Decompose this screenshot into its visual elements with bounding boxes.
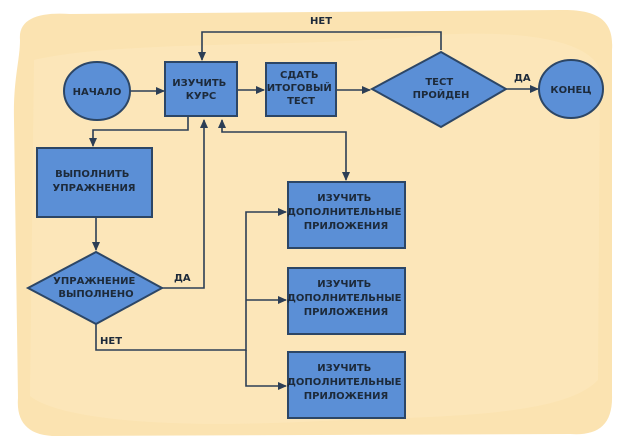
start-label: НАЧАЛО xyxy=(73,87,122,98)
edge-course-to-exercises xyxy=(89,116,189,147)
node-extra-2[interactable] xyxy=(287,267,406,335)
node-end[interactable] xyxy=(538,59,604,119)
node-extra-3[interactable] xyxy=(287,351,406,419)
edge-decision-no-to-course xyxy=(198,31,442,61)
edge-label-exercise-no: НЕТ xyxy=(100,336,122,347)
edge-label-test-yes: ДА xyxy=(514,73,531,84)
edge-label-exercise-yes: ДА xyxy=(174,273,191,284)
do-exercises-label: ВЫПОЛНИТЬ УПРАЖНЕНИЯ xyxy=(52,169,135,194)
exercise-done-label: УПРАЖНЕНИЕ ВЫПОЛНЕНО xyxy=(53,276,139,300)
study-course-label: ИЗУЧИТЬ КУРС xyxy=(172,78,230,102)
node-extra-1[interactable] xyxy=(287,181,406,249)
edge-labels: НЕТ ДА ДА НЕТ xyxy=(100,16,531,347)
extra-1-label: ИЗУЧИТЬ ДОПОЛНИТЕЛЬНЫЕ ПРИЛОЖЕНИЯ xyxy=(287,193,405,232)
edge-branch-to-extra-3 xyxy=(245,350,287,390)
node-do-exercises[interactable] xyxy=(36,147,153,218)
edge-exercise-yes-to-course xyxy=(162,119,208,289)
node-study-course[interactable] xyxy=(164,61,238,117)
extra-3-label: ИЗУЧИТЬ ДОПОЛНИТЕЛЬНЫЕ ПРИЛОЖЕНИЯ xyxy=(287,363,405,402)
node-test-passed[interactable] xyxy=(369,50,509,129)
node-final-test[interactable] xyxy=(265,62,337,117)
edges xyxy=(89,31,539,390)
end-label: КОНЕЦ xyxy=(550,85,591,96)
edge-course-extra-bidirectional xyxy=(218,119,350,181)
node-labels: НАЧАЛО ИЗУЧИТЬ КУРС СДАТЬ ИТОГОВЫЙ ТЕСТ … xyxy=(52,70,591,402)
node-start[interactable] xyxy=(63,61,131,121)
final-test-label: СДАТЬ ИТОГОВЫЙ ТЕСТ xyxy=(267,70,335,107)
edge-label-test-no: НЕТ xyxy=(310,16,332,27)
test-passed-label: ТЕСТ ПРОЙДЕН xyxy=(413,77,470,101)
nodes xyxy=(25,50,604,419)
extra-2-label: ИЗУЧИТЬ ДОПОЛНИТЕЛЬНЫЕ ПРИЛОЖЕНИЯ xyxy=(287,279,405,318)
node-exercise-done[interactable] xyxy=(25,250,165,326)
